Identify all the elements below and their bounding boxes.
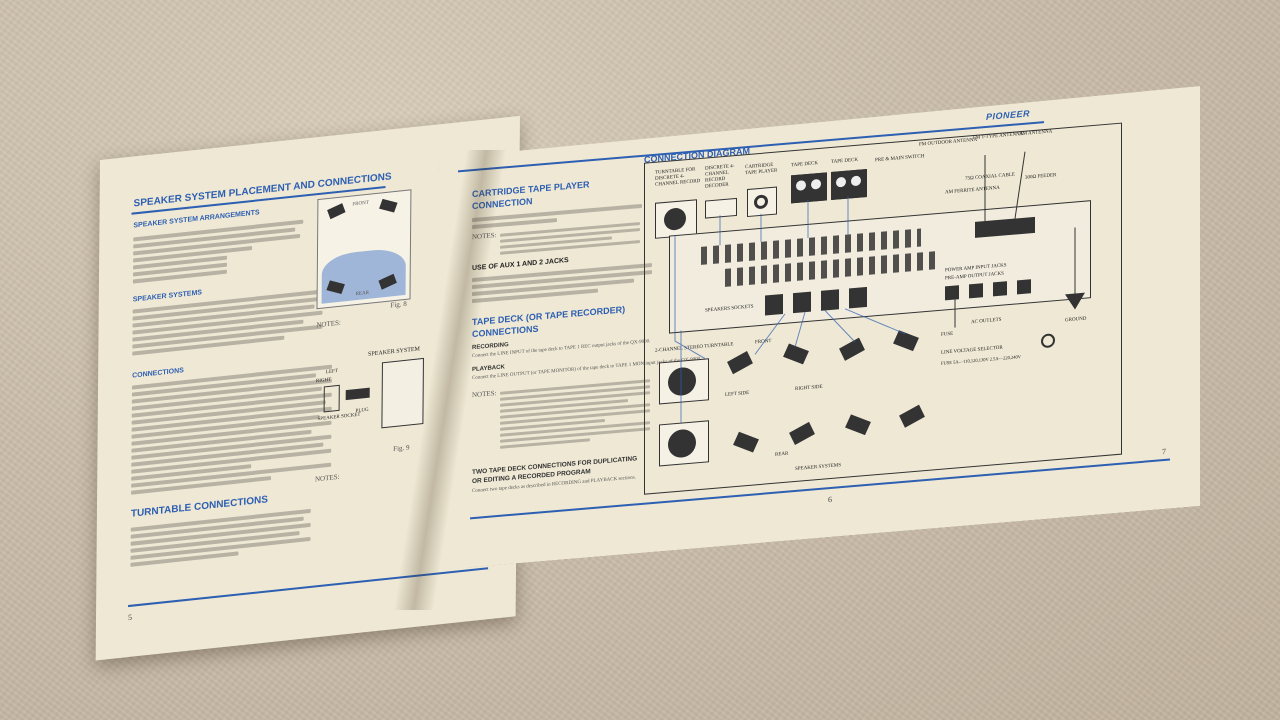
tape-notes-label: NOTES:: [472, 389, 497, 400]
figure-9-plug-diagram: SPEAKER SYSTEM LEFT RIGHT SPEAKER SOCKET…: [315, 346, 426, 448]
speaker-cabinet: [381, 357, 424, 429]
label-line-voltage: LINE VOLTAGE SELECTOR: [941, 345, 1003, 356]
playback-label: PLAYBACK: [472, 364, 505, 374]
label-turntable-discrete: TURNTABLE FOR DISCRETE 4-CHANNEL RECORD: [655, 167, 701, 188]
connections-text: [131, 362, 332, 498]
label-am-antenna: AM ANTENNA: [1019, 129, 1053, 138]
tape-notes: [500, 376, 650, 452]
fig8-caption: Fig. 8: [390, 299, 407, 310]
fig9-caption: Fig. 9: [393, 443, 410, 454]
page-number-6: 6: [828, 494, 832, 505]
right-page: PIONEER CARTRIDGE TAPE PLAYER CONNECTION…: [438, 86, 1200, 570]
label-tape-deck-2: TAPE DECK: [831, 157, 858, 165]
label-tape-deck-1: TAPE DECK: [791, 161, 818, 169]
speaker-system-label: SPEAKER SYSTEM: [368, 346, 420, 358]
figure-8-room-diagram: FRONT REAR: [316, 189, 412, 310]
fig8-notes-label: NOTES:: [316, 318, 341, 330]
label-speaker-systems: SPEAKER SYSTEMS: [795, 463, 841, 473]
label-fuse: FUSE: [941, 331, 954, 338]
label-right-side: RIGHT SIDE: [795, 384, 823, 393]
speaker-icon-front-left-2: [839, 338, 865, 361]
decoder-icon: [705, 198, 737, 219]
tape-deck-2-icon: [831, 169, 867, 200]
connection-diagram: TURNTABLE FOR DISCRETE 4-CHANNEL RECORD …: [644, 123, 1122, 495]
label-pre-main: PRE & MAIN SWITCH: [875, 154, 925, 164]
label-front: FRONT: [755, 339, 772, 346]
turntable-2ch-icon-1: [659, 358, 709, 404]
speaker-icon-rear-left-2: [845, 414, 871, 435]
tape-deck-1-icon: [791, 172, 827, 203]
label-rear: REAR: [775, 451, 789, 458]
turntable-2ch-icon-2: [659, 420, 709, 466]
label-feeder: 300Ω FEEDER: [1025, 173, 1057, 181]
label-cartridge-player: CARTRIDGE TAPE PLAYER: [745, 162, 778, 177]
plug-label: PLUG: [355, 407, 369, 415]
tape-deck-heading-1: TAPE DECK (OR TAPE RECORDER): [472, 304, 626, 328]
speaker-icon-front-left: [727, 351, 753, 374]
speaker-icon-rear-right-2: [899, 405, 925, 428]
speaker-icon-rear-right: [789, 422, 815, 445]
speaker-icon-front-right-2: [893, 330, 919, 351]
speaker-socket: [323, 384, 340, 413]
page-number-5: 5: [127, 612, 133, 623]
label-left-side: LEFT SIDE: [725, 390, 750, 398]
arrangements-text: [132, 217, 304, 287]
label-ac-outlets: AC OUTLETS: [971, 317, 1002, 326]
voltage-selector-icon: [1041, 333, 1055, 348]
front-speaker-icon: [379, 198, 398, 213]
label-coaxial: 75Ω COAXIAL CABLE: [965, 172, 1015, 182]
fig9-notes-label: NOTES:: [314, 472, 340, 484]
page-number-7: 7: [1162, 446, 1166, 457]
label-fm-outdoor: FM OUTDOOR ANTENNA: [919, 137, 978, 148]
speaker-icon-front-right: [783, 344, 809, 365]
plug-icon: [345, 387, 370, 401]
front-speaker-icon: [327, 203, 346, 220]
right-label: RIGHT: [315, 377, 332, 385]
label-am-ferrite: AM FERRITE ANTENNA: [945, 185, 1000, 196]
label-voltage-values: FUSE 5A—110,120,130V 2.5A—220,240V: [941, 354, 1022, 366]
brand-logo: PIONEER: [986, 108, 1031, 122]
speaker-icon-rear-left: [733, 432, 759, 453]
socket-label: SPEAKER SOCKET: [317, 412, 361, 423]
ground-icon: [1065, 293, 1085, 311]
fig8-front-label: FRONT: [352, 200, 369, 208]
cartridge-player-icon: [747, 187, 777, 218]
left-label: LEFT: [325, 368, 338, 376]
label-decoder: DISCRETE 4-CHANNEL RECORD DECODER: [705, 164, 735, 190]
recording-label: RECORDING: [472, 342, 509, 352]
label-fm-t: FM T-TYPE ANTENNA: [973, 131, 1024, 142]
label-ground: GROUND: [1065, 316, 1087, 324]
label-turntable-2ch: 2-CHANNEL STEREO TURNTABLE: [655, 342, 734, 354]
